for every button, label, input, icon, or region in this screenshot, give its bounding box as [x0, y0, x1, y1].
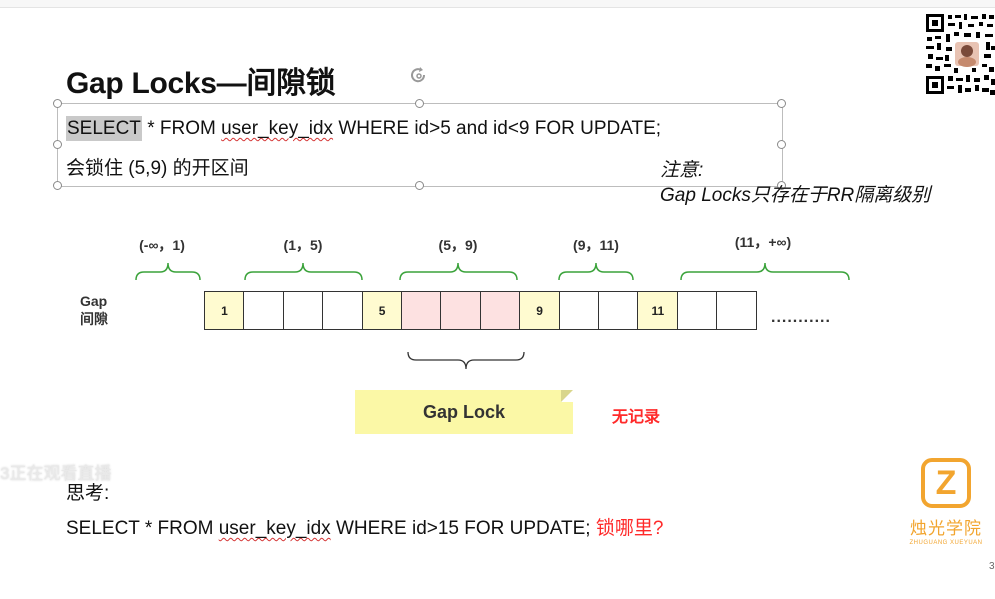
record-cell: 5 [361, 291, 403, 330]
gap-label-en: Gap [80, 293, 108, 309]
brace-2 [244, 262, 363, 281]
record-cell: 1 [204, 291, 245, 330]
interval-label: (9，11) [573, 237, 619, 253]
rotate-handle-icon[interactable] [409, 66, 429, 86]
record-cell: 9 [519, 291, 561, 330]
resize-handle[interactable] [415, 99, 424, 108]
record-cell: 11 [637, 291, 679, 330]
empty-cell [716, 291, 758, 330]
gap-row-label: Gap 间隙 [80, 292, 108, 328]
gap-cell [440, 291, 482, 330]
resize-handle[interactable] [777, 181, 786, 190]
note-title: 注意: [660, 160, 704, 181]
explanation-line: 会锁住 (5,9) 的开区间 [66, 158, 249, 179]
gap-lock-label: Gap Lock [422, 402, 506, 422]
brace-3 [399, 262, 518, 281]
rr-note: 注意: Gap Locks只存在于RR隔离级别 [660, 158, 930, 208]
sql-text: WHERE id>15 FOR UPDATE; [330, 518, 596, 539]
question-sql-line: SELECT * FROM user_key_idx WHERE id>15 F… [66, 513, 663, 540]
table-name: user_key_idx [218, 518, 331, 539]
empty-cell [322, 291, 364, 330]
empty-cell [558, 291, 600, 330]
gap-label-zh: 间隙 [80, 311, 108, 327]
resize-handle[interactable] [777, 99, 786, 108]
interval-label: (5，9) [438, 237, 478, 253]
brace-1 [135, 262, 201, 281]
selected-word: SELECT [66, 116, 142, 141]
resize-handle[interactable] [777, 140, 786, 149]
sql-text: SELECT * FROM [66, 518, 219, 539]
brace-4 [558, 262, 634, 281]
slide-title: Gap Locks—间隙锁 [66, 67, 336, 100]
interval-label: (11，+∞) [734, 234, 792, 250]
sql-text: WHERE id>5 and id<9 FOR UPDATE; [333, 118, 662, 139]
table-name: user_key_idx [221, 118, 334, 139]
empty-cell [676, 291, 718, 330]
gap-cell [479, 291, 521, 330]
sql-text: * FROM [141, 118, 222, 139]
think-label: 思考: [66, 483, 110, 504]
sql-example-line[interactable]: SELECT * FROM user_key_idx WHERE id>5 an… [66, 116, 662, 141]
logo-z-icon: Z [921, 458, 971, 508]
logo-name: 烛光学院 [910, 519, 982, 538]
brace-5 [680, 262, 850, 281]
interval-label: (-∞，1) [139, 237, 185, 253]
question-text: 锁哪里? [595, 518, 664, 539]
brace-gap-lock [407, 351, 525, 370]
empty-cell [282, 291, 324, 330]
interval-label: (1，5) [283, 237, 323, 253]
gap-lock-card: Gap Lock [355, 390, 573, 434]
resize-handle[interactable] [53, 181, 62, 190]
folded-corner [561, 390, 573, 402]
note-body: Gap Locks只存在于RR隔离级别 [660, 185, 931, 206]
resize-handle[interactable] [53, 99, 62, 108]
qr-code-icon [924, 12, 995, 96]
resize-handle[interactable] [53, 140, 62, 149]
logo-en: ZHUGUANG XUEYUAN [909, 540, 983, 546]
empty-cell [243, 291, 285, 330]
no-record-label: 无记录 [612, 409, 661, 426]
brand-logo: Z 烛光学院 ZHUGUANG XUEYUAN [908, 458, 984, 546]
resize-handle[interactable] [415, 181, 424, 190]
empty-cell [598, 291, 639, 330]
gap-cell [401, 291, 442, 330]
top-toolbar-edge [0, 0, 995, 8]
ellipsis: ........... [771, 309, 831, 326]
live-viewers-overlay: 3正在观看直播 [0, 464, 112, 483]
slide-number: 3 [989, 561, 995, 572]
